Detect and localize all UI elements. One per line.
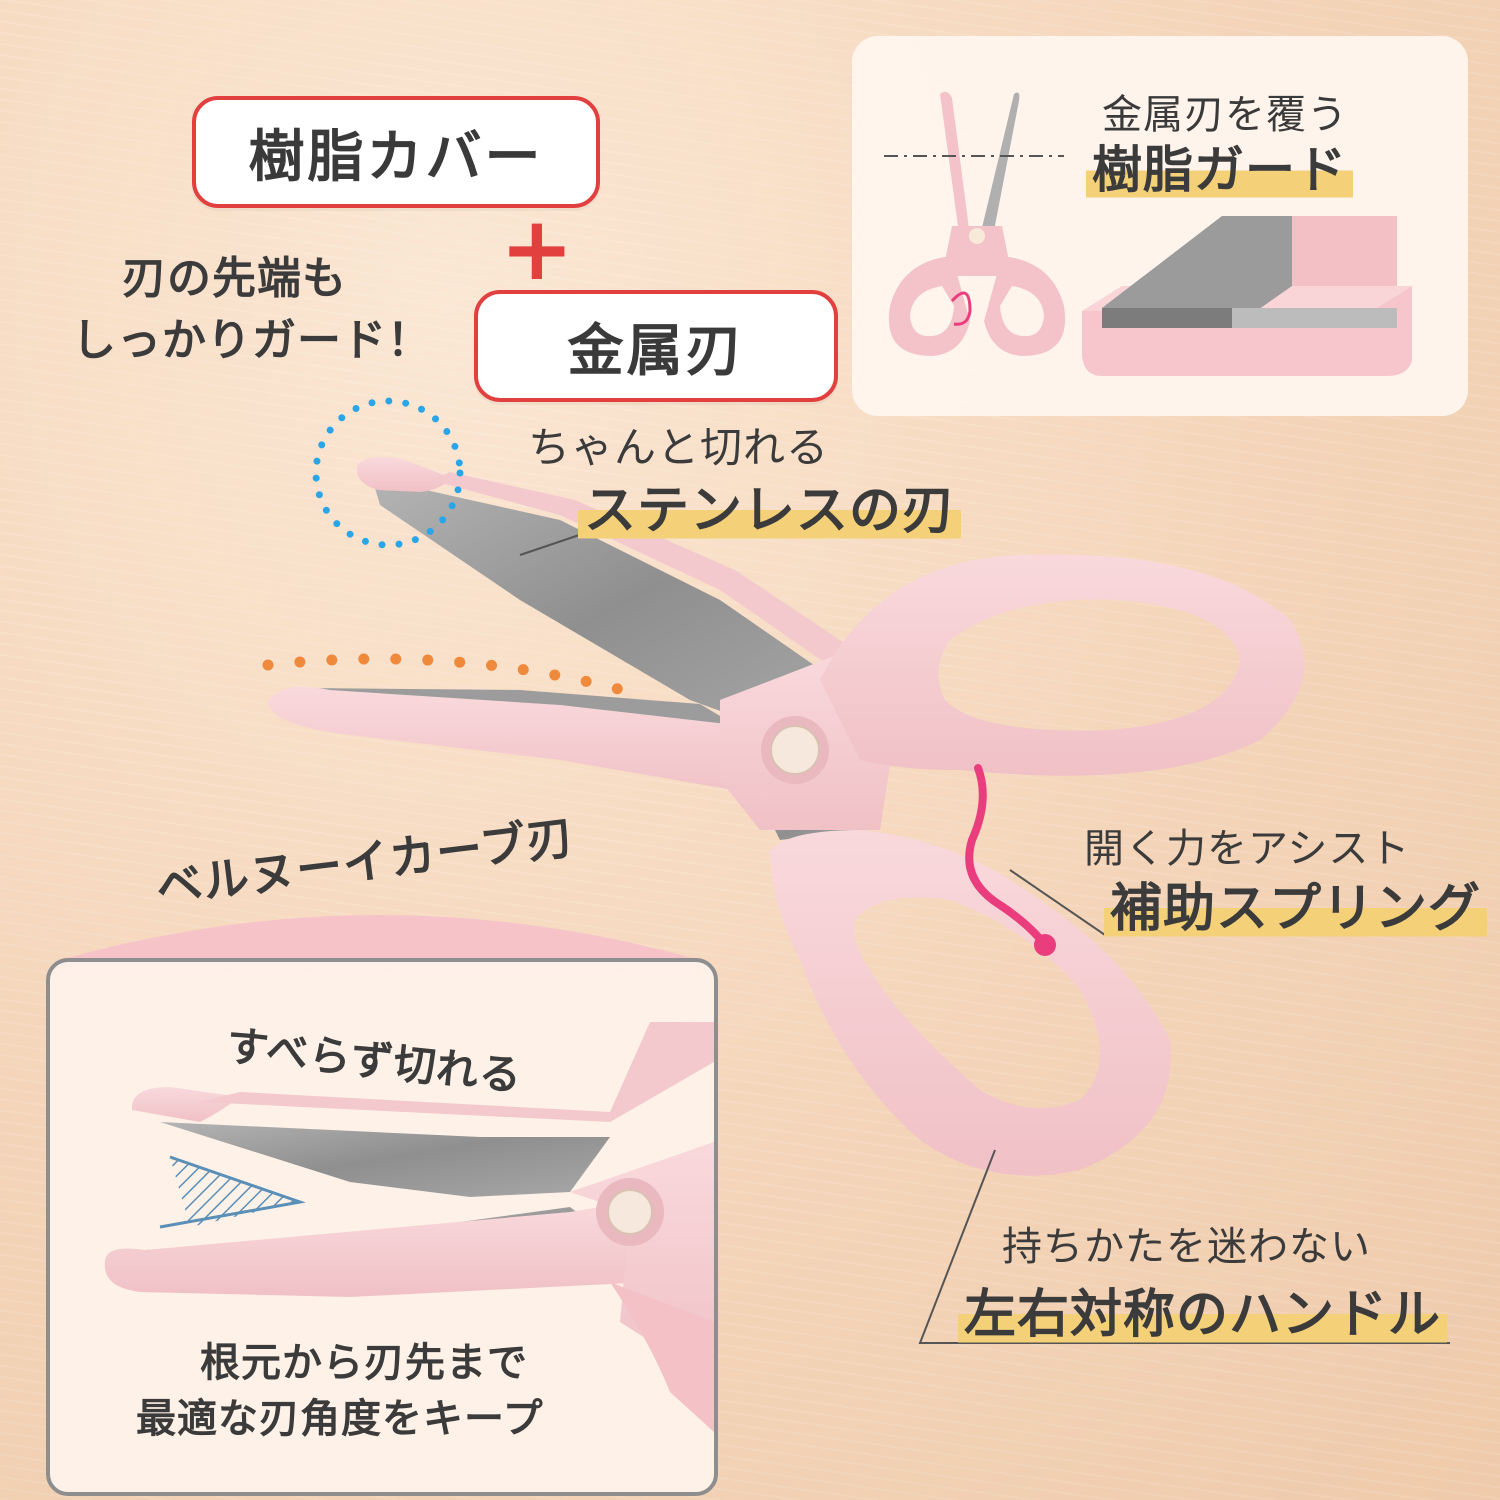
resin-guard-inset: 金属刃を覆う 樹脂ガード [852,36,1468,416]
pivot-screw [770,725,820,775]
mini-right-blade [980,92,1020,241]
angle-caption-line2: 最適な刃角度をキープ [136,1396,544,1442]
angle-marker-hatch [170,1157,300,1227]
section-resin-cap [1292,216,1397,286]
mini-left-handle [888,256,970,356]
resin-guard-illustration [884,91,1412,376]
upper-steel-blade [372,478,850,740]
mini-right-handle [984,256,1066,356]
tip-guard-line2: しっかりガード！ [72,315,432,366]
tip-guard-line1: 刃の先端も [122,253,347,304]
lower-blade-cover [268,686,790,800]
assist-spring [965,764,1049,949]
angle-marker-lines [159,1155,306,1229]
metal-blade-label: 金属刃 [474,290,838,402]
mini-pivot [969,228,985,244]
mini-body [942,226,1012,276]
closeup-pivot [607,1189,653,1235]
closeup-lower-cover [104,1202,650,1297]
closeup-handle [610,1282,714,1432]
section-resin-base [1082,286,1412,376]
section-steel-top [1102,216,1292,328]
tip-highlight-circle [312,397,464,549]
plus-sign: + [500,197,574,300]
mini-left-blade [940,91,970,241]
mini-spring [950,291,972,326]
angle-caption-line1: 根元から刃先まで [200,1340,528,1386]
section-steel-lower [1232,308,1397,328]
cuts-well-caption: ちゃんと切れる [528,423,830,472]
closeup-upper-tip [131,1087,240,1122]
curve-blade-closeup [104,1022,714,1432]
spring-anchor [1034,934,1056,956]
lower-handle [770,830,1171,1176]
curve-highlight-dots [262,653,628,696]
spring-caption: 開く力をアシスト [1084,826,1411,872]
upper-blade-tip-cover [356,456,452,492]
resin-cover-label: 樹脂カバー [192,96,600,208]
section-steel-face [1102,308,1232,328]
stainless-blade-title: ステンレスの刃 [578,468,962,543]
handle-caption: 持ちかたを迷わない [1002,1224,1371,1270]
curve-blade-inset: すべらず切れる 根元から刃先まで 最適な刃角度をキープ [46,958,718,1496]
upper-handle [820,554,1305,776]
upper-blade-frame [430,472,870,680]
symmetric-handle-title: 左右対称のハンドル [958,1272,1448,1347]
spring-title: 補助スプリング [1104,866,1488,941]
closeup-upper-steel [160,1122,610,1197]
resin-guard-title: 樹脂ガード [1086,130,1353,202]
closeup-upper-frame [200,1022,714,1122]
